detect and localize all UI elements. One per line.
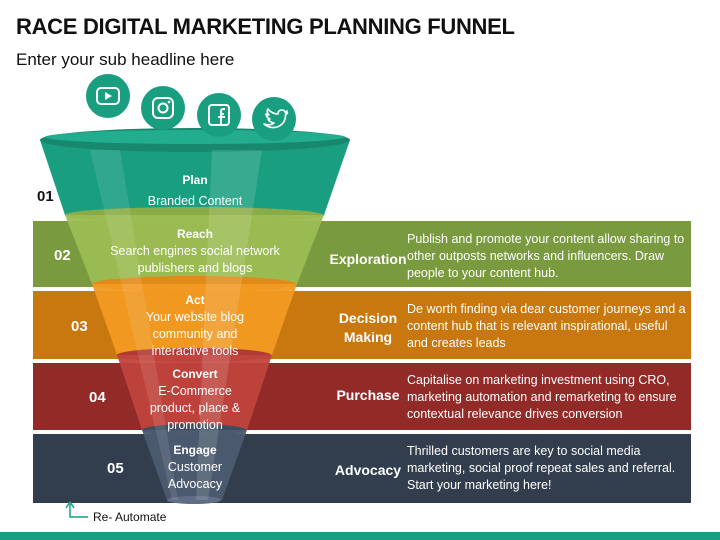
stage-act: Act Your website blog community and inte… (95, 292, 295, 360)
band-advocacy: 05 Advocacy Thrilled customers are key t… (33, 434, 691, 503)
band-description: Capitalise on marketing investment using… (407, 373, 677, 421)
page-subtitle: Enter your sub headline here (16, 50, 235, 69)
stage-title: Act (185, 293, 205, 307)
stage-reach: Reach Search engines social network publ… (95, 226, 295, 277)
funnel-segment-engage (142, 430, 247, 500)
band-label: Advocacy (334, 462, 402, 478)
stage-text: Search engines social network publishers… (110, 244, 280, 275)
page-title: RACE DIGITAL MARKETING PLANNING FUNNEL (16, 14, 515, 39)
band-description: Thrilled customers are key to social med… (407, 444, 676, 492)
reautomate-arrow (69, 504, 88, 518)
stage-text: Your website blog community and interact… (145, 310, 245, 358)
band-number: 04 (89, 389, 106, 406)
band-number: 02 (54, 247, 71, 264)
band-description: De worth finding via dear customer journ… (407, 302, 686, 350)
stage-text: Branded Content (147, 194, 243, 208)
stage-convert: Convert E-Commerce product, place & prom… (95, 366, 295, 434)
stage-text: Customer Advocacy (167, 460, 223, 491)
band-label: Purchase (336, 387, 400, 403)
band-description: Publish and promote your content allow s… (407, 232, 685, 280)
band-label: Decision Making (338, 310, 398, 345)
stage-title: Reach (176, 227, 214, 241)
facebook-icon (197, 93, 241, 137)
twitter-icon (252, 97, 296, 141)
band-label: Exploration (329, 251, 407, 267)
funnel-segment-convert (117, 355, 272, 430)
stage-title: Engage (173, 443, 217, 457)
youtube-icon (86, 74, 130, 118)
bottom-accent-bar (0, 532, 720, 540)
stage-plan: Plan Branded Content (95, 172, 295, 210)
stage-title: Convert (172, 367, 218, 381)
funnel-segment-plan (40, 140, 350, 215)
funnel-segment-act (92, 284, 297, 355)
instagram-icon (141, 86, 185, 130)
reautomate-label: Re- Automate (93, 510, 167, 524)
band-number: 03 (71, 318, 88, 335)
stage-text: E-Commerce product, place & promotion (149, 384, 241, 432)
stage-engage: Engage Customer Advocacy (95, 442, 295, 493)
stage-number-01: 01 (37, 188, 54, 205)
band-number: 05 (107, 460, 124, 477)
funnel-segment-reach (65, 215, 324, 284)
stage-title: Plan (182, 173, 208, 187)
